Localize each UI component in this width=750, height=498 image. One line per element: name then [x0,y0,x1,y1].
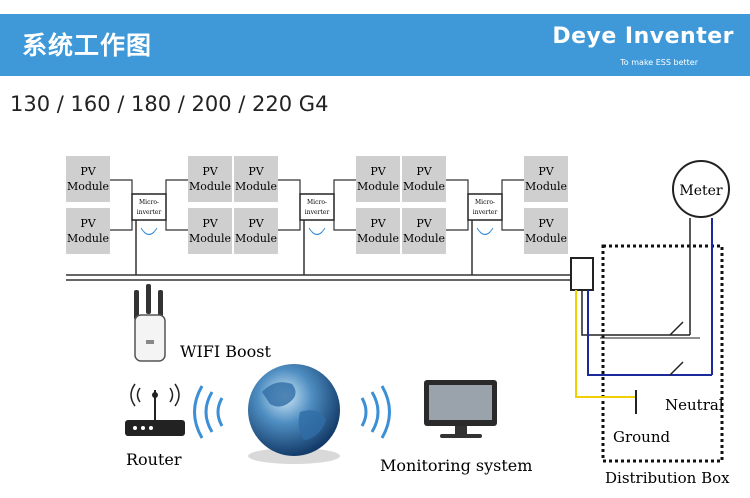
pv-module-label: PV [248,165,264,178]
pv-module-label: PV [80,165,96,178]
microinverter-label: Micro- [475,199,495,206]
router-icon [125,383,185,436]
wifi-signal-icon [193,385,224,439]
breaker-switch [669,321,684,336]
microinverter-label: Micro- [139,199,159,206]
pv-module: PV Module [188,208,232,254]
pv-module-label: Module [357,180,399,193]
monitoring-label: Monitoring system [380,456,532,475]
microinverter-label: inverter [305,209,330,216]
pv-module-label: PV [248,217,264,230]
line-wire [581,290,690,336]
microinverter: Micro-inverter [110,179,188,275]
wifi-signal-icon [308,227,326,235]
pv-module-label: Module [189,180,231,193]
pv-module-label: Module [189,232,231,245]
meter-label: Meter [679,183,723,199]
distribution-box-label: Distribution Box [605,469,730,487]
microinverter: Micro-inverter [446,179,524,275]
pv-module-label: Module [357,232,399,245]
pv-module: PV Module [402,156,446,202]
pv-module-label: Module [403,180,445,193]
pv-module: PV Module [356,208,400,254]
internet-globe-icon [248,364,340,464]
pv-module-label: PV [538,165,554,178]
microinverter-groups: Micro-inverterMicro-inverterMicro-invert… [110,179,524,275]
wifi-signal-icon [360,385,391,439]
pv-module-label: PV [202,217,218,230]
pv-module-label: Module [403,232,445,245]
microinverter-label: inverter [473,209,498,216]
pv-module-label: PV [416,165,432,178]
pv-module-label: PV [416,217,432,230]
router-label: Router [126,450,182,469]
pv-module-label: PV [538,217,554,230]
brand-tagline: To make ESS better [620,58,698,67]
page-title: 系统工作图 [22,31,153,60]
pv-module-label: Module [525,232,567,245]
microinverter-label: Micro- [307,199,327,206]
meter-icon [672,160,730,218]
wifi-boost-label: WIFI Boost [180,342,272,361]
pv-module-array: PVModulePVModulePVModulePVModulePVModule… [66,156,568,254]
breaker-switch [669,361,684,376]
pv-module-label: PV [370,217,386,230]
pv-module-label: Module [235,232,277,245]
neutral-label: Neutral [665,396,724,414]
model-list: 130 / 160 / 180 / 200 / 220 G4 [10,92,329,116]
pv-module-label: Module [235,180,277,193]
pv-module: PV Module [356,156,400,202]
pv-module: PV Module [402,208,446,254]
pv-module-label: Module [67,232,109,245]
microinverter-label: inverter [137,209,162,216]
pv-module: PV Module [234,208,278,254]
wifi-boost-icon [134,284,166,362]
pv-module-label: PV [202,165,218,178]
brand-logo: Deye Inventer [552,24,734,49]
junction-box [570,257,594,291]
pv-module: PV Module [188,156,232,202]
neutral-wire [587,290,712,376]
wifi-signal-icon [140,227,158,235]
wifi-signal-icon [476,227,494,235]
ground-wire [575,290,636,398]
monitor-icon [424,380,497,438]
ground-label: Ground [613,428,671,446]
pv-module: PV Module [66,156,110,202]
microinverter: Micro-inverter [278,179,356,275]
pv-module: PV Module [234,156,278,202]
pv-module-label: Module [525,180,567,193]
distribution-box [601,244,724,463]
pv-module: PV Module [524,156,568,202]
pv-module: PV Module [66,208,110,254]
header-banner: 系统工作图 Deye Inventer To make ESS better [0,14,750,76]
pv-module: PV Module [524,208,568,254]
pv-module-label: PV [80,217,96,230]
pv-module-label: PV [370,165,386,178]
pv-module-label: Module [67,180,109,193]
